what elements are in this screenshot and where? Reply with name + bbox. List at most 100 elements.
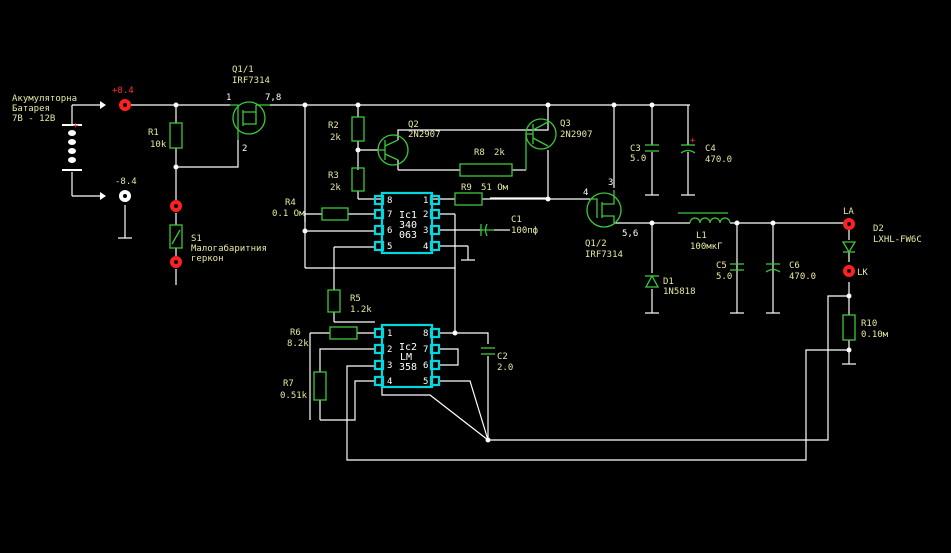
r1-resistor — [169, 122, 183, 149]
d1-name: D1 — [663, 277, 674, 287]
lk-label: LK — [857, 268, 868, 278]
s1-name: S1 — [191, 234, 202, 244]
ic2-pin-r3: 6 — [423, 361, 428, 371]
ic1-pin-r3: 3 — [423, 226, 428, 236]
r9-value: 51 Ом — [481, 183, 509, 193]
q1-2-part: IRF7314 — [585, 250, 623, 260]
r2-resistor — [351, 116, 365, 142]
r8-value: 2k — [494, 148, 505, 158]
l1-value: 100мкГ — [690, 242, 723, 252]
r7-resistor — [313, 371, 327, 401]
r3-name: R3 — [328, 171, 339, 181]
r9-name: R9 — [461, 183, 472, 193]
r7-value: 0.51k — [280, 391, 308, 401]
c2-name: C2 — [497, 352, 508, 362]
q1-1-pin78: 7,8 — [265, 93, 281, 103]
q1-1-name: Q1/1 — [232, 65, 254, 75]
r8-resistor — [459, 163, 513, 177]
ic2-pin-l1: 1 — [387, 329, 392, 339]
c4-capacitor — [680, 144, 696, 154]
terminal-minus — [119, 190, 131, 202]
r10-name: R10 — [861, 319, 877, 329]
r8-name: R8 — [474, 148, 485, 158]
ic2-label-3: 358 — [399, 362, 417, 373]
ic2-pin-l3: 3 — [387, 361, 392, 371]
junctions — [173, 102, 852, 443]
ic2-label-1: Ic2 — [399, 342, 417, 353]
d1-part: 1N5818 — [663, 287, 696, 297]
ic1-chip — [373, 191, 441, 255]
r3-value: 2k — [330, 183, 341, 193]
r5-resistor — [327, 289, 341, 313]
r4-name: R4 — [285, 198, 296, 208]
ic2-label-2: LM — [400, 352, 412, 363]
d2-led — [841, 241, 857, 254]
battery-plus: + — [73, 121, 79, 131]
q1-1-part: IRF7314 — [232, 76, 270, 86]
ic1-pin-l2: 7 — [387, 210, 392, 220]
c4-plus: + — [690, 136, 696, 146]
r5-name: R5 — [350, 294, 361, 304]
s1-label-2: геркон — [191, 254, 224, 264]
q3-part: 2N2907 — [560, 130, 593, 140]
c3-capacitor — [645, 144, 659, 152]
r1-value: 10k — [150, 140, 167, 150]
q1-1-pin2: 2 — [242, 144, 247, 154]
ic2-pin-l2: 2 — [387, 345, 392, 355]
la-label: LA — [843, 207, 854, 217]
ic1-pin-r2: 2 — [423, 210, 428, 220]
ic1-pin-l3: 6 — [387, 226, 392, 236]
q3-transistor — [525, 118, 557, 170]
q2-part: 2N2907 — [408, 130, 441, 140]
r9-resistor — [454, 192, 483, 206]
r4-resistor — [321, 207, 349, 221]
la-terminal — [843, 218, 855, 230]
r6-name: R6 — [290, 328, 301, 338]
ic2-chip — [373, 323, 441, 389]
l1-inductor — [678, 212, 731, 224]
terminal-plus-label: +8.4 — [112, 86, 134, 96]
c5-value: 5.0 — [716, 272, 732, 282]
c4-value: 470.0 — [705, 155, 732, 165]
q1-2-pin56: 5,6 — [622, 229, 638, 239]
d2-name: D2 — [873, 224, 884, 234]
wires — [71, 104, 856, 461]
c5-name: C5 — [716, 261, 727, 271]
ic1-label-3: 063 — [399, 230, 417, 241]
q1-2-mosfet — [586, 190, 622, 228]
ic2-pin-r1: 8 — [423, 329, 428, 339]
q2-name: Q2 — [408, 120, 419, 130]
r2-value: 2k — [330, 133, 341, 143]
r6-resistor — [329, 326, 358, 340]
q1-2-pin3: 3 — [608, 178, 613, 188]
ic2-pin-r4: 5 — [423, 377, 428, 387]
ic2-pin-l4: 4 — [387, 377, 392, 387]
d2-part: LXHL-FW6C — [873, 235, 922, 245]
battery-label-2: Батарея — [12, 104, 50, 114]
q1-2-name: Q1/2 — [585, 239, 607, 249]
c1-capacitor — [480, 223, 494, 237]
c5-capacitor — [730, 263, 744, 271]
terminal-minus-label: -8.4 — [115, 177, 137, 187]
r4-value: 0.1 Ом — [272, 209, 305, 219]
q3-name: Q3 — [560, 119, 571, 129]
r10-resistor — [842, 314, 856, 341]
q1-1-pin1: 1 — [226, 93, 231, 103]
ic1-pin-r4: 4 — [423, 242, 428, 252]
c1-value: 100пф — [511, 226, 538, 236]
ic2-pin-r2: 7 — [423, 345, 428, 355]
c2-value: 2.0 — [497, 363, 513, 373]
ic1-pin-r1: 1 — [423, 196, 428, 206]
battery-label-3: 7В - 12В — [12, 114, 55, 124]
d1-diode — [644, 274, 660, 288]
c6-name: C6 — [789, 261, 800, 271]
r2-name: R2 — [328, 121, 339, 131]
c6-value: 470.0 — [789, 272, 816, 282]
c3-value: 5.0 — [630, 154, 646, 164]
c4-name: C4 — [705, 144, 716, 154]
q1-2-pin4: 4 — [583, 188, 588, 198]
r5-value: 1.2k — [350, 305, 372, 315]
c3-name: C3 — [630, 144, 641, 154]
q2-transistor — [377, 134, 409, 166]
ic1-pin-l4: 5 — [387, 242, 392, 252]
